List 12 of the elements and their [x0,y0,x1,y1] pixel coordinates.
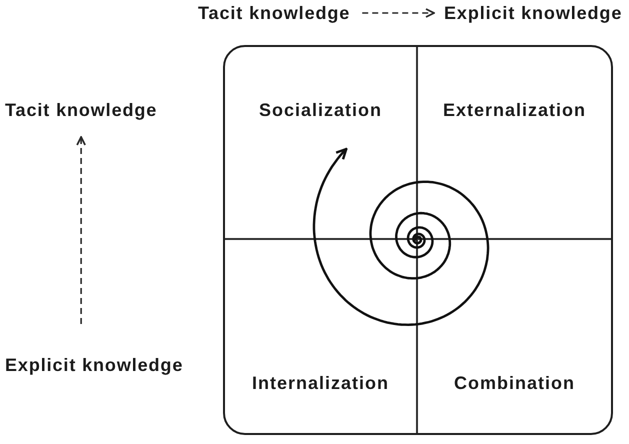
matrix-frame [223,45,613,435]
quadrant [225,47,418,240]
axis-label: Explicit knowledge [5,354,184,376]
dashed-arrow [76,136,86,324]
quadrant-label: Combination [454,372,575,394]
axis-label: Explicit knowledge [444,2,622,24]
quadrant-label: Externalization [442,99,586,121]
axis-label: Tacit knowledge [5,99,158,121]
dashed-arrow [362,8,435,18]
quadrant-label: Socialization [258,99,382,121]
axis-label: Tacit knowledge [198,2,350,24]
quadrant-label: Internalization [252,372,389,394]
